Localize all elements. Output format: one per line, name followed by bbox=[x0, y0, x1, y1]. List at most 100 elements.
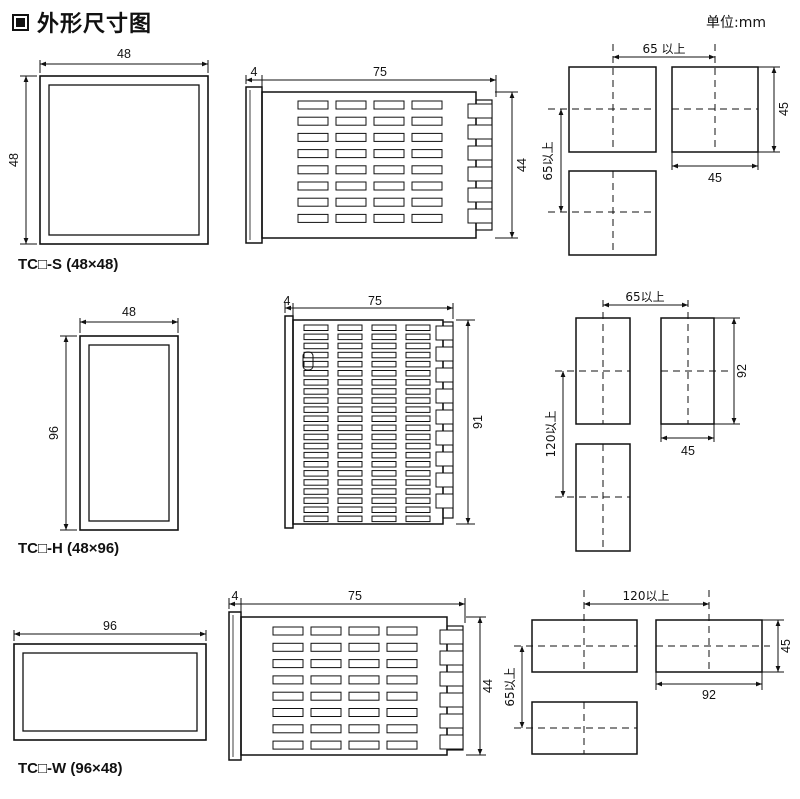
vent-slot bbox=[303, 415, 329, 422]
terminal-tab bbox=[467, 166, 493, 182]
vent-slot bbox=[335, 197, 367, 207]
vent-slot bbox=[303, 333, 329, 341]
vent-slot bbox=[303, 360, 329, 368]
vent-slot bbox=[335, 100, 367, 110]
vent-slot bbox=[371, 360, 397, 368]
vent-slot bbox=[303, 324, 329, 331]
model-label-w: TC□-W (96×48) bbox=[18, 760, 123, 777]
vent-slot bbox=[348, 708, 380, 717]
vent-slot bbox=[348, 642, 380, 652]
vent-slot bbox=[303, 379, 329, 386]
vent-slot bbox=[405, 497, 431, 504]
vent-slot bbox=[272, 675, 304, 685]
vent-slot bbox=[405, 488, 431, 495]
vent-slot bbox=[303, 351, 329, 359]
terminal-tab bbox=[435, 388, 454, 404]
vent-slot bbox=[405, 388, 431, 395]
vent-slot bbox=[371, 342, 397, 350]
side-view-h: 4 75 91 bbox=[284, 294, 485, 529]
cutout-width-label: 45 bbox=[708, 171, 722, 185]
cutout-pitch-h-label: 65 以上 bbox=[642, 42, 685, 56]
vent-slot bbox=[371, 424, 397, 432]
terminal-tab bbox=[435, 451, 454, 467]
panel-cutout-w: 120以上 65以上 92 45 bbox=[503, 589, 793, 755]
terminal-tab bbox=[467, 145, 493, 161]
vent-slot bbox=[405, 379, 431, 386]
terminal-tab bbox=[435, 430, 454, 446]
vent-slot bbox=[337, 461, 363, 468]
model-label-s: TC□-S (48×48) bbox=[18, 256, 119, 273]
vent-slot bbox=[303, 461, 329, 468]
front-width-label: 48 bbox=[122, 305, 136, 319]
vent-slot bbox=[303, 497, 329, 504]
cutout-pitch-v-label: 120以上 bbox=[544, 411, 558, 458]
vent-slot bbox=[272, 724, 304, 734]
cutout-width-label: 92 bbox=[702, 688, 716, 702]
terminal-tab bbox=[439, 629, 464, 645]
vent-slot bbox=[405, 324, 431, 331]
vent-slot bbox=[303, 370, 329, 377]
vent-slot bbox=[371, 324, 397, 331]
vent-slot bbox=[371, 388, 397, 395]
vent-slot bbox=[303, 388, 329, 395]
front-view-h: 48 96 bbox=[47, 305, 179, 531]
vent-slot bbox=[337, 370, 363, 377]
sheet-title: 外形尺寸图 bbox=[12, 8, 152, 37]
vent-slot bbox=[405, 461, 431, 468]
terminal-tab bbox=[467, 187, 493, 203]
side-height-label: 91 bbox=[471, 415, 485, 429]
vent-slot bbox=[386, 675, 418, 685]
vent-slot bbox=[337, 324, 363, 331]
vent-slot bbox=[303, 451, 329, 459]
front-view-s: 48 48 bbox=[7, 47, 209, 245]
vent-slot bbox=[386, 691, 418, 701]
vent-slot bbox=[405, 370, 431, 377]
depth-label: 75 bbox=[373, 65, 387, 79]
vent-slot bbox=[303, 506, 329, 513]
vent-slot bbox=[371, 351, 397, 359]
terminal-tab bbox=[435, 409, 454, 425]
vent-slot bbox=[303, 515, 329, 523]
cutout-pitch-v-label: 65以上 bbox=[503, 667, 517, 706]
vent-slot bbox=[405, 470, 431, 477]
depth-label: 75 bbox=[368, 294, 382, 308]
vent-slot bbox=[371, 370, 397, 377]
vent-slot bbox=[373, 100, 405, 110]
vent-slot bbox=[411, 149, 443, 159]
vent-slot bbox=[297, 116, 329, 126]
side-height-label: 44 bbox=[481, 679, 495, 693]
vent-slot bbox=[373, 197, 405, 207]
vent-slot bbox=[373, 181, 405, 191]
vent-slot bbox=[371, 461, 397, 468]
vent-slot bbox=[297, 100, 329, 110]
vent-slot bbox=[371, 470, 397, 477]
terminal-tab bbox=[439, 734, 464, 750]
vent-slot bbox=[371, 497, 397, 504]
vent-slot bbox=[303, 433, 329, 441]
vent-slot bbox=[348, 675, 380, 685]
vent-slot bbox=[411, 116, 443, 126]
front-width-label: 48 bbox=[117, 47, 131, 61]
vent-slot bbox=[373, 165, 405, 175]
cutout-height-label: 92 bbox=[735, 364, 749, 378]
vent-slot bbox=[337, 433, 363, 441]
vent-slot bbox=[371, 479, 397, 486]
cutout-pitch-h-label: 65以上 bbox=[625, 290, 664, 304]
vent-slot bbox=[371, 333, 397, 341]
vent-slot bbox=[386, 724, 418, 734]
cutout-height-label: 45 bbox=[779, 639, 793, 653]
vent-slot bbox=[310, 724, 342, 734]
vent-slot bbox=[411, 197, 443, 207]
vent-slot bbox=[371, 442, 397, 450]
side-view-s: 4 75 44 bbox=[245, 65, 529, 244]
front-width-label: 96 bbox=[103, 619, 117, 633]
vent-slot bbox=[405, 515, 431, 523]
model-label-h: TC□-H (48×96) bbox=[18, 540, 120, 557]
vent-slot bbox=[371, 397, 397, 404]
vent-slot bbox=[371, 379, 397, 386]
terminal-tab bbox=[435, 367, 454, 383]
vent-slot bbox=[337, 351, 363, 359]
vent-slot bbox=[303, 442, 329, 450]
vent-slot bbox=[405, 451, 431, 459]
